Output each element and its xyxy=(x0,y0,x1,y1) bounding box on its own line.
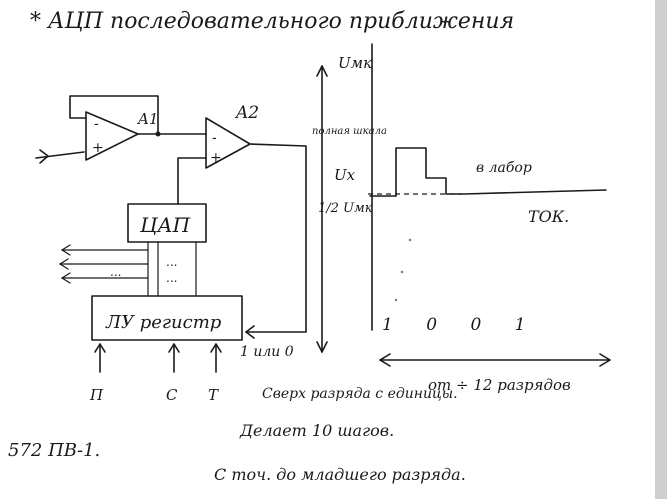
amplifier-a1 xyxy=(85,111,139,161)
bus-dots-middle: ... xyxy=(166,271,177,285)
a1-plus: + xyxy=(92,140,104,156)
input-c-label: С xyxy=(166,386,178,404)
scan-edge xyxy=(655,0,667,499)
msb-note: Сверх разряда с единицы. xyxy=(262,386,458,402)
input-p-arrow xyxy=(94,343,106,353)
chip-label: 572 ПВ-1. xyxy=(8,440,100,461)
dac-feedback-wire xyxy=(177,157,207,205)
amplifier-a2 xyxy=(205,117,251,169)
a2-plus: + xyxy=(210,150,222,166)
dac-label: ЦАП xyxy=(139,213,191,237)
input-c-arrow xyxy=(168,343,180,353)
axis-label: Uмк xyxy=(338,54,372,72)
ux-label: Ux xyxy=(334,166,356,184)
bus-arrow-3 xyxy=(60,272,71,284)
ramp-axis-down-arrow xyxy=(316,341,328,353)
comparator-output-label: 1 или 0 xyxy=(240,344,294,360)
ramp-axis-up-arrow xyxy=(316,65,328,77)
steps-note: Делает 10 шагов. xyxy=(239,421,394,440)
bits-span-left-head xyxy=(379,353,391,367)
register-label: ЛУ регистр xyxy=(105,312,222,333)
bits-span-right-head xyxy=(599,353,611,367)
input-t-label: Т xyxy=(208,386,219,404)
a1-feedback xyxy=(69,95,159,135)
input-p-label: П xyxy=(89,386,104,404)
scan-dot xyxy=(408,238,412,242)
input-wire xyxy=(35,151,85,159)
bit-sequence: 1 0 0 1 xyxy=(382,315,539,335)
dac-block xyxy=(127,203,207,243)
register-block xyxy=(91,295,243,341)
a1-minus: - xyxy=(94,116,99,132)
scan-dot xyxy=(394,298,398,302)
trace-label: в лабор xyxy=(476,160,532,176)
bus-arrow-1 xyxy=(60,244,71,256)
bus-dots-upper: ... xyxy=(166,255,177,269)
bits-range-note: от ÷ 12 разрядов xyxy=(428,376,571,394)
ramp-label: полная шкала xyxy=(312,126,387,137)
half-scale-label: 1/2 Uмк xyxy=(318,201,373,216)
scan-dot xyxy=(400,270,404,274)
comparator-output-wire xyxy=(245,143,307,333)
a2-label: A2 xyxy=(234,103,259,123)
bus-arrow-2 xyxy=(58,258,69,270)
a1-label: A1 xyxy=(136,110,158,128)
page-title: * АЦП последовательного приближения xyxy=(30,9,514,34)
a2-minus: - xyxy=(212,130,217,146)
input-t-arrow xyxy=(210,343,222,353)
lsb-note: С точ. до младшего разряда. xyxy=(214,465,466,484)
tok-label: ТОК. xyxy=(528,207,569,226)
input-arrow xyxy=(39,149,49,164)
bus-dots-left: ... xyxy=(110,265,121,279)
output-arrow xyxy=(245,325,255,339)
approximation-trace xyxy=(369,147,607,197)
